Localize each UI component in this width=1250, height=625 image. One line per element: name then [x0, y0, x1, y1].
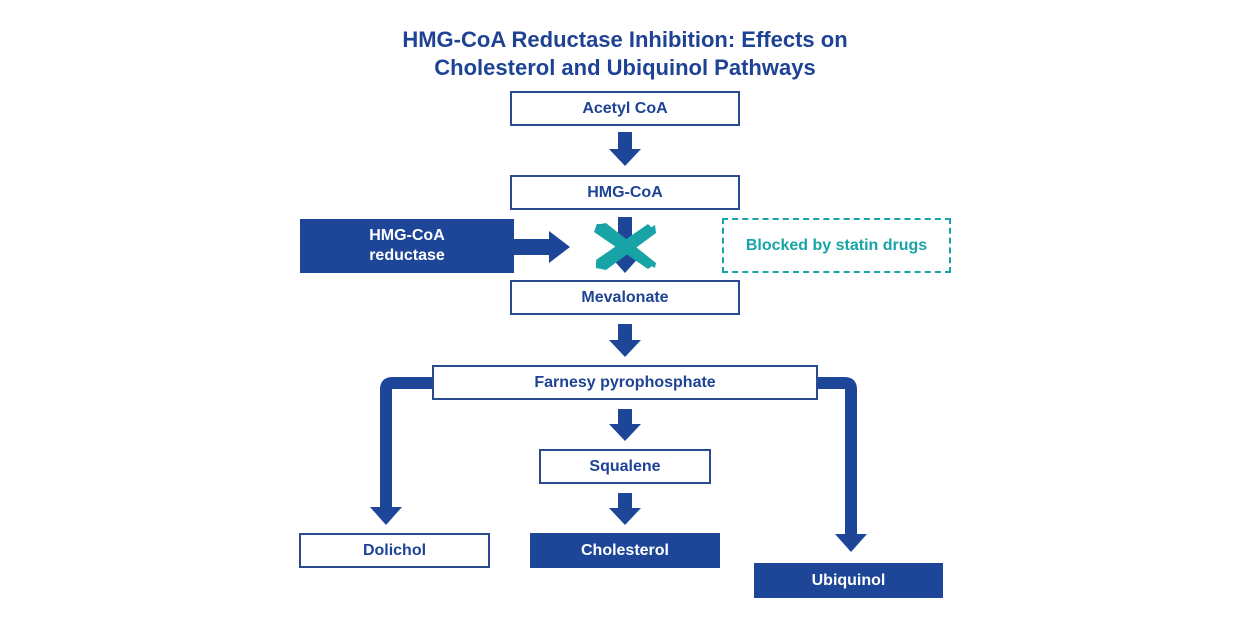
- blocked-by-statins-note: Blocked by statin drugs: [722, 218, 951, 273]
- node-farnesyl-pyrophosphate: Farnesy pyrophosphate: [432, 365, 818, 400]
- arrow-farnesyl-to-dolichol: [370, 377, 433, 525]
- arrow-squalene-to-cholesterol: [609, 493, 641, 525]
- node-squalene-label: Squalene: [589, 457, 661, 475]
- block-x-icon: [594, 223, 656, 270]
- arrow-farnesyl-to-squalene: [609, 409, 641, 441]
- node-mevalonate-label: Mevalonate: [581, 288, 669, 306]
- arrow-farnesyl-to-ubiquinol: [818, 377, 867, 552]
- node-dolichol-label: Dolichol: [362, 541, 427, 559]
- title-line-2: Cholesterol and Ubiquinol Pathways: [434, 55, 816, 80]
- node-acetyl-coa-label: Acetyl CoA: [582, 99, 668, 117]
- node-farnesyl-label: Farnesy pyrophosphate: [534, 373, 716, 391]
- node-cholesterol: Cholesterol: [530, 533, 720, 568]
- enzyme-label-line-1: HMG-CoA: [369, 227, 445, 244]
- arrow-mevalonate-to-farnesyl: [609, 324, 641, 357]
- title-line-1: HMG-CoA Reductase Inhibition: Effects on: [402, 27, 848, 52]
- node-cholesterol-label: Cholesterol: [580, 541, 669, 559]
- arrow-enzyme-to-reaction: [514, 231, 570, 263]
- node-ubiquinol-label: Ubiquinol: [811, 571, 886, 589]
- diagram-title: HMG-CoA Reductase Inhibition: Effects on…: [0, 26, 1250, 82]
- node-ubiquinol: Ubiquinol: [754, 563, 943, 598]
- blocked-note-label: Blocked by statin drugs: [745, 236, 928, 254]
- node-dolichol: Dolichol: [299, 533, 490, 568]
- node-mevalonate: Mevalonate: [510, 280, 740, 315]
- arrow-acetyl-to-hmg: [609, 132, 641, 166]
- enzyme-label-line-2: reductase: [369, 247, 445, 264]
- node-squalene: Squalene: [539, 449, 711, 484]
- node-acetyl-coa: Acetyl CoA: [510, 91, 740, 126]
- node-hmg-coa-label: HMG-CoA: [587, 183, 663, 201]
- node-hmg-coa: HMG-CoA: [510, 175, 740, 210]
- node-hmg-coa-reductase: HMG-CoA reductase: [300, 219, 514, 273]
